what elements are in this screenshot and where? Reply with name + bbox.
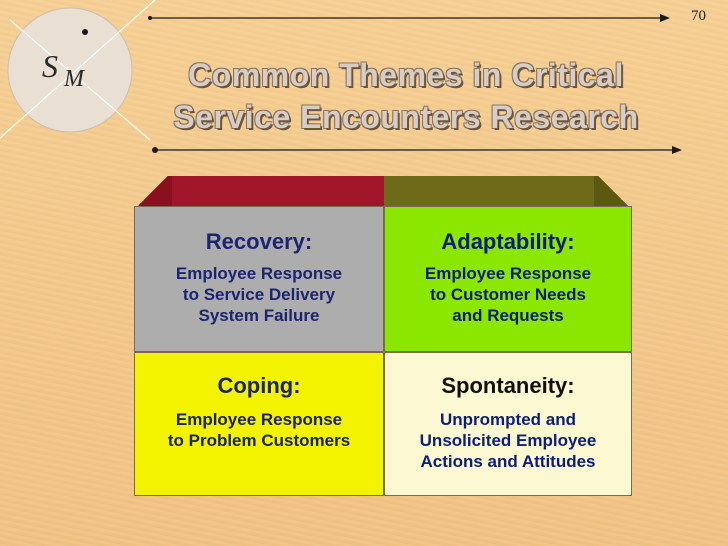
matrix-top-bevel-left xyxy=(134,176,172,206)
logo-letter-s: S xyxy=(42,48,58,84)
quadrant-heading: Coping: xyxy=(217,373,301,398)
page-number: 70 xyxy=(691,8,706,24)
quadrant-text-line: to Problem Customers xyxy=(167,431,351,450)
quadrant-text-line: Employee Response xyxy=(175,264,343,283)
matrix-top-tab-right xyxy=(384,176,594,206)
quadrant-text-line: Employee Response xyxy=(175,410,343,429)
quadrant-text-line: Employee Response xyxy=(424,264,592,283)
dot xyxy=(148,16,152,20)
quadrant-text-line: Unprompted and xyxy=(440,410,576,429)
quadrant-recovery: Recovery: Employee Response to Service D… xyxy=(134,206,384,352)
quadrant-text-line: System Failure xyxy=(198,306,320,325)
quadrant-adaptability: Adaptability: Employee Response to Custo… xyxy=(384,206,632,352)
themes-matrix: Recovery: Employee Response to Service D… xyxy=(134,176,632,496)
quadrant-heading: Spontaneity: xyxy=(441,373,575,398)
diagonal-line xyxy=(0,0,156,139)
matrix-top-tab-left xyxy=(172,176,384,206)
quadrant-heading: Recovery: xyxy=(205,229,313,254)
quadrant-text-line: and Requests xyxy=(452,306,564,325)
logo-letter-m: M xyxy=(64,66,84,92)
arrow-head xyxy=(660,14,670,22)
quadrant-text-line: Actions and Attitudes xyxy=(420,452,596,471)
title-line-2: Service Encounters Research xyxy=(173,99,639,135)
quadrant-text-line: Unsolicited Employee xyxy=(419,431,597,450)
arrow-head xyxy=(672,146,682,154)
title-line-1: Common Themes in Critical xyxy=(188,57,624,93)
slide-title: Common Themes in Critical Service Encoun… xyxy=(146,54,666,138)
quadrant-text-line: to Service Delivery xyxy=(182,285,336,304)
quadrant-text-line: to Customer Needs xyxy=(430,285,586,304)
dot xyxy=(152,147,158,153)
logo-circle xyxy=(7,7,133,133)
diagonal-line xyxy=(9,19,151,141)
quadrant-spontaneity: Spontaneity: Unprompted and Unsolicited … xyxy=(384,352,632,496)
quadrant-heading: Adaptability: xyxy=(441,229,575,254)
quadrant-coping: Coping: Employee Response to Problem Cus… xyxy=(134,352,384,496)
dot xyxy=(82,29,88,35)
matrix-top-bevel-right xyxy=(594,176,632,206)
